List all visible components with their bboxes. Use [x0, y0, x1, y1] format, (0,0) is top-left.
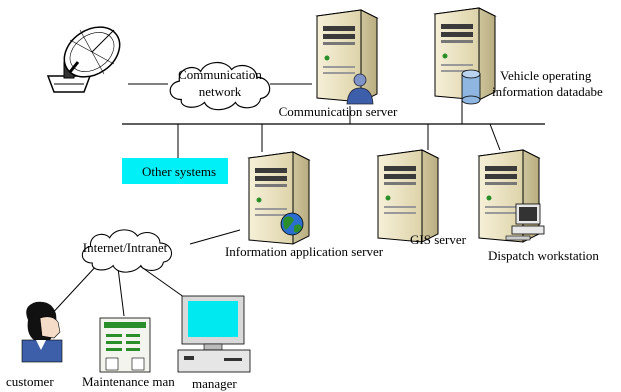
manager-label: manager	[192, 376, 237, 391]
gis-server: GIS server	[377, 149, 467, 247]
customer: customer	[6, 301, 63, 389]
vehicle-db-label-2: information datadabe	[492, 84, 603, 99]
information-application-server-label: Information application server	[225, 244, 384, 259]
information-application-server: Information application server	[225, 151, 384, 259]
communication-server: Communication server	[279, 9, 398, 119]
dispatch-workstation: Dispatch workstation	[478, 149, 599, 263]
communication-network-cloud: Communication network	[169, 61, 271, 111]
workstation-icon	[505, 203, 545, 241]
link-internet-manager	[139, 265, 189, 301]
user-icon	[346, 73, 374, 105]
manager: manager	[177, 295, 251, 391]
link-internet-maintenance	[117, 267, 125, 317]
maintenance-man: Maintenance man	[82, 317, 175, 389]
vehicle-database-server: Vehicle operating information datadabe	[434, 7, 603, 105]
gis-server-label: GIS server	[410, 232, 467, 247]
dispatch-workstation-label: Dispatch workstation	[488, 248, 599, 263]
vehicle-db-label-1: Vehicle operating	[500, 68, 592, 83]
maintenance-label: Maintenance man	[82, 374, 175, 389]
person-icon	[21, 301, 63, 363]
communication-network-label-1: Communication	[178, 67, 262, 82]
customer-label: customer	[6, 374, 54, 389]
globe-icon	[280, 212, 304, 236]
server-icon	[377, 149, 439, 243]
link-internet-customer	[47, 263, 99, 319]
communication-network-label-2: network	[199, 84, 242, 99]
communication-server-label: Communication server	[279, 104, 398, 119]
database-icon	[461, 69, 481, 105]
document-icon	[99, 317, 151, 373]
internet-cloud: Internet/Intranet	[81, 229, 173, 273]
server-icon	[316, 9, 378, 103]
link-dispatch	[489, 123, 501, 151]
link-internet-info	[189, 229, 241, 245]
other-systems-label: Other systems	[142, 164, 216, 179]
computer-icon	[177, 295, 251, 373]
satellite-dish-icon	[46, 26, 121, 93]
other-systems-box: Other systems	[122, 158, 228, 184]
internet-label: Internet/Intranet	[83, 240, 168, 255]
